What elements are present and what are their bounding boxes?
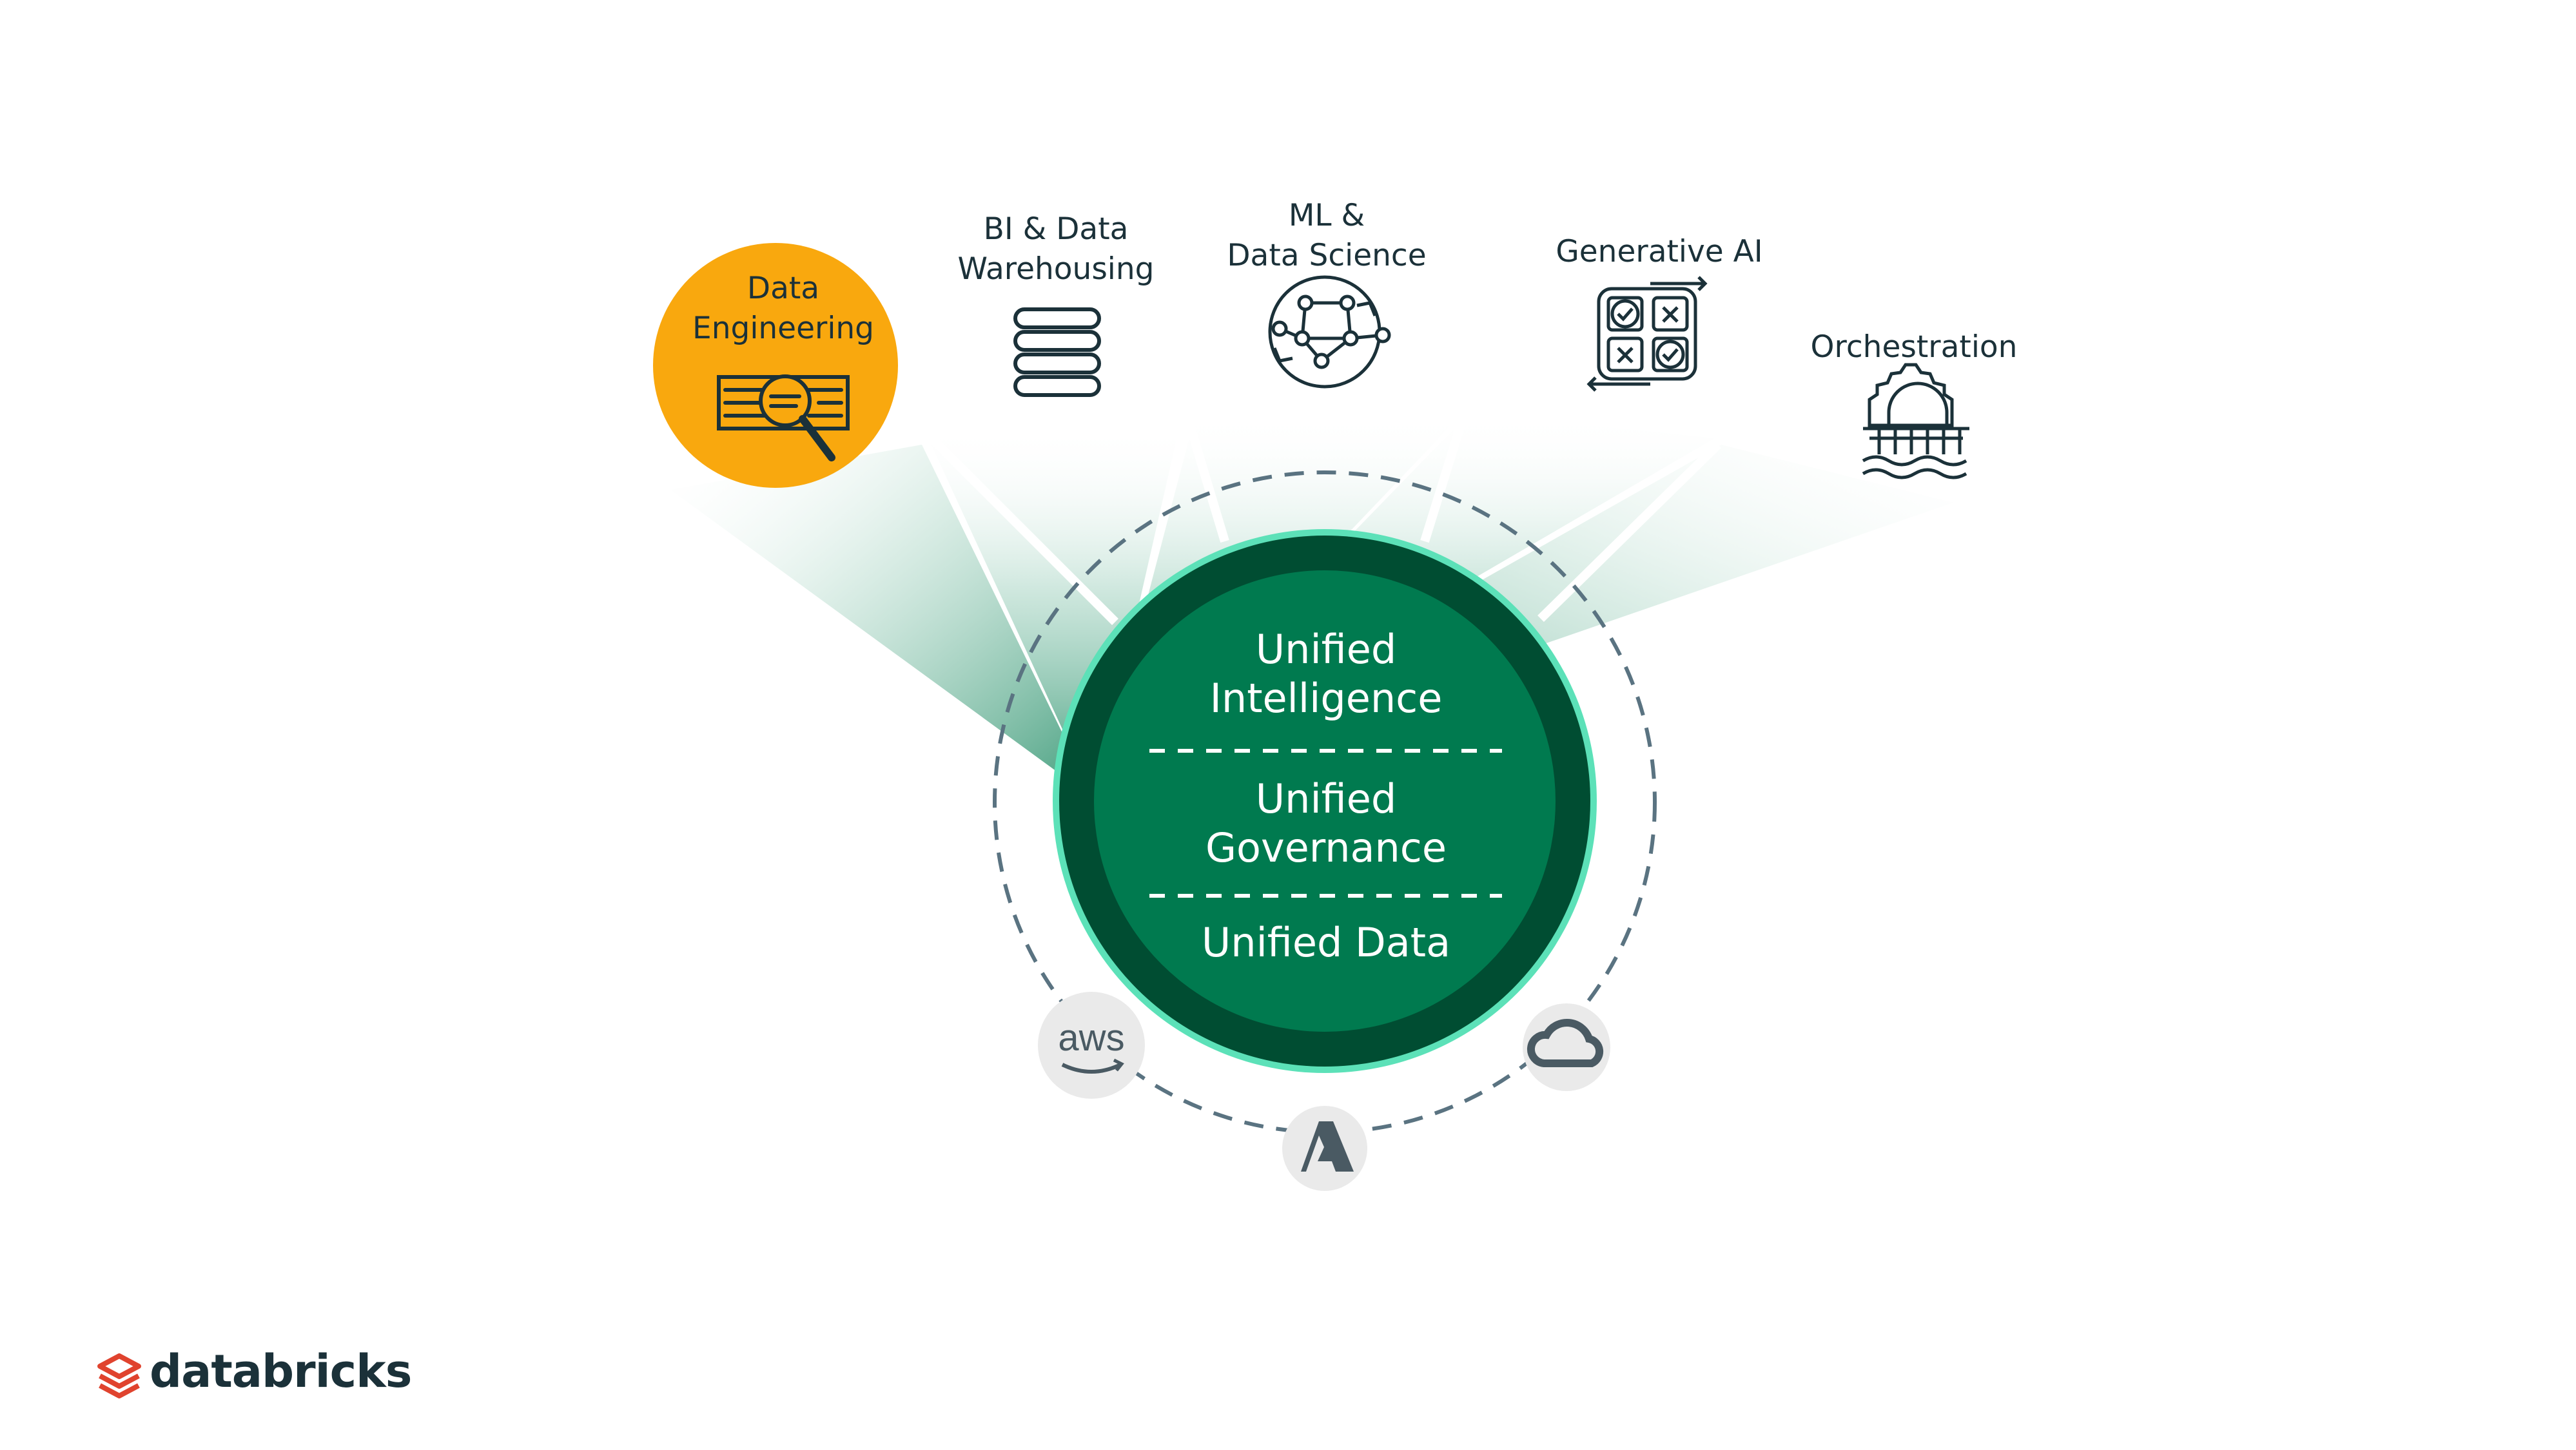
label-line: Engineering xyxy=(692,311,874,346)
label-line: Unified xyxy=(1255,626,1397,673)
google-cloud-icon xyxy=(1527,1019,1604,1067)
workload-label-orchestration: Orchestration xyxy=(1811,327,2018,367)
beam-divider xyxy=(1420,404,1471,543)
aws-logo-icon: aws xyxy=(1058,1017,1124,1059)
workload-label-ml: ML & Data Science xyxy=(1227,196,1426,276)
label-line: Warehousing xyxy=(957,251,1155,287)
checklist-grid-icon xyxy=(1586,276,1708,392)
label-line: ML & xyxy=(1288,198,1365,233)
neural-network-icon xyxy=(1268,275,1391,389)
label-line: Unified xyxy=(1255,775,1397,822)
database-icon xyxy=(1013,307,1101,397)
gear-pipeline-icon xyxy=(1862,363,1969,479)
azure-logo-icon xyxy=(1301,1121,1354,1172)
label-line: Intelligence xyxy=(1209,675,1443,722)
label-line: Orchestration xyxy=(1810,329,2018,365)
data-search-icon xyxy=(717,374,850,461)
gcp-badge xyxy=(1523,1003,1610,1091)
beam-divider xyxy=(1537,441,1721,622)
core-inner-circle xyxy=(1094,570,1556,1032)
core-label-intelligence: Unified Intelligence xyxy=(1210,625,1443,723)
label-line: Unified Data xyxy=(1201,919,1451,966)
beam-data-engineering xyxy=(670,445,1095,799)
databricks-logo-icon xyxy=(97,1353,141,1398)
label-line: Governance xyxy=(1205,824,1447,871)
aws-badge: aws xyxy=(1038,992,1145,1099)
azure-badge xyxy=(1282,1106,1367,1191)
core-label-data: Unified Data xyxy=(1202,918,1450,967)
beam-divider xyxy=(928,435,1118,625)
label-line: Data Science xyxy=(1227,238,1427,273)
brand-wordmark: databricks xyxy=(150,1345,412,1398)
label-line: Data xyxy=(746,271,820,306)
core-label-governance: Unified Governance xyxy=(1205,775,1447,873)
label-line: BI & Data xyxy=(983,211,1129,247)
workload-label-data-engineering: Data Engineering xyxy=(692,269,874,349)
label-line: Generative AI xyxy=(1556,234,1763,269)
beam-divider xyxy=(1182,411,1229,543)
workload-label-bi: BI & Data Warehousing xyxy=(958,209,1155,289)
workload-label-genai: Generative AI xyxy=(1556,232,1762,272)
